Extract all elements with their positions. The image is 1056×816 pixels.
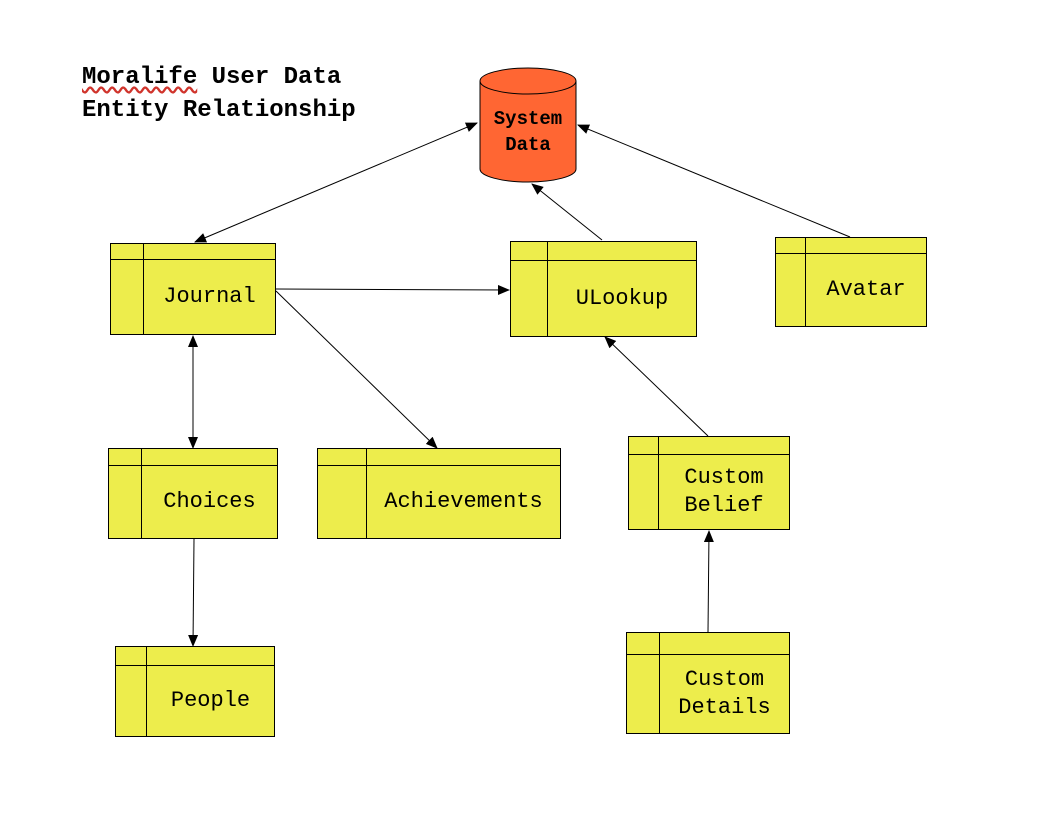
- entity-avatar: Avatar: [775, 237, 927, 327]
- system-data-label-line-2: Data: [505, 134, 551, 156]
- rel-customdetails-custombelief: [703, 530, 714, 633]
- rel-journal-systemdata: [194, 122, 478, 243]
- system-data-label-line-1: System: [493, 108, 563, 130]
- entity-ulookup: ULookup: [510, 241, 697, 337]
- rel-custombelief-ulookup: [604, 336, 709, 437]
- diagram-title-line-2: Entity Relationship: [82, 97, 356, 124]
- entity-choices-label: Choices: [163, 489, 256, 514]
- entity-custom-belief-label-line-1: Custom: [684, 465, 764, 490]
- system-data-database-icon: [479, 67, 577, 183]
- entity-journal-label: Journal: [163, 284, 256, 309]
- entity-journal: Journal: [110, 243, 276, 335]
- entity-custom-details: Custom Details: [626, 632, 790, 734]
- entity-achievements: Achievements: [317, 448, 561, 539]
- title-brand-word: Moralife: [82, 64, 198, 91]
- entity-choices: Choices: [108, 448, 278, 539]
- entity-custom-details-label-line-2: Details: [678, 695, 771, 720]
- entity-ulookup-label: ULookup: [575, 285, 669, 311]
- rel-ulookup-systemdata: [531, 183, 603, 241]
- rel-journal-ulookup: [275, 284, 510, 295]
- title-line-1-rest: User Data: [197, 64, 342, 91]
- entity-people: People: [115, 646, 275, 737]
- rel-choices-people: [188, 538, 199, 647]
- rel-avatar-systemdata: [577, 124, 851, 238]
- entity-custom-belief-label-line-2: Belief: [684, 493, 764, 518]
- entity-people-label: People: [170, 688, 251, 713]
- diagram-title-line-1: Moralife User Data: [82, 62, 341, 94]
- entity-avatar-label: Avatar: [826, 277, 906, 302]
- entity-custom-belief: Custom Belief: [628, 436, 790, 530]
- entity-custom-details-label-line-1: Custom: [684, 667, 765, 692]
- system-data-label: System Data: [480, 104, 576, 160]
- entity-achievements-label: Achievements: [384, 489, 543, 514]
- rel-journal-achievements: [275, 290, 438, 449]
